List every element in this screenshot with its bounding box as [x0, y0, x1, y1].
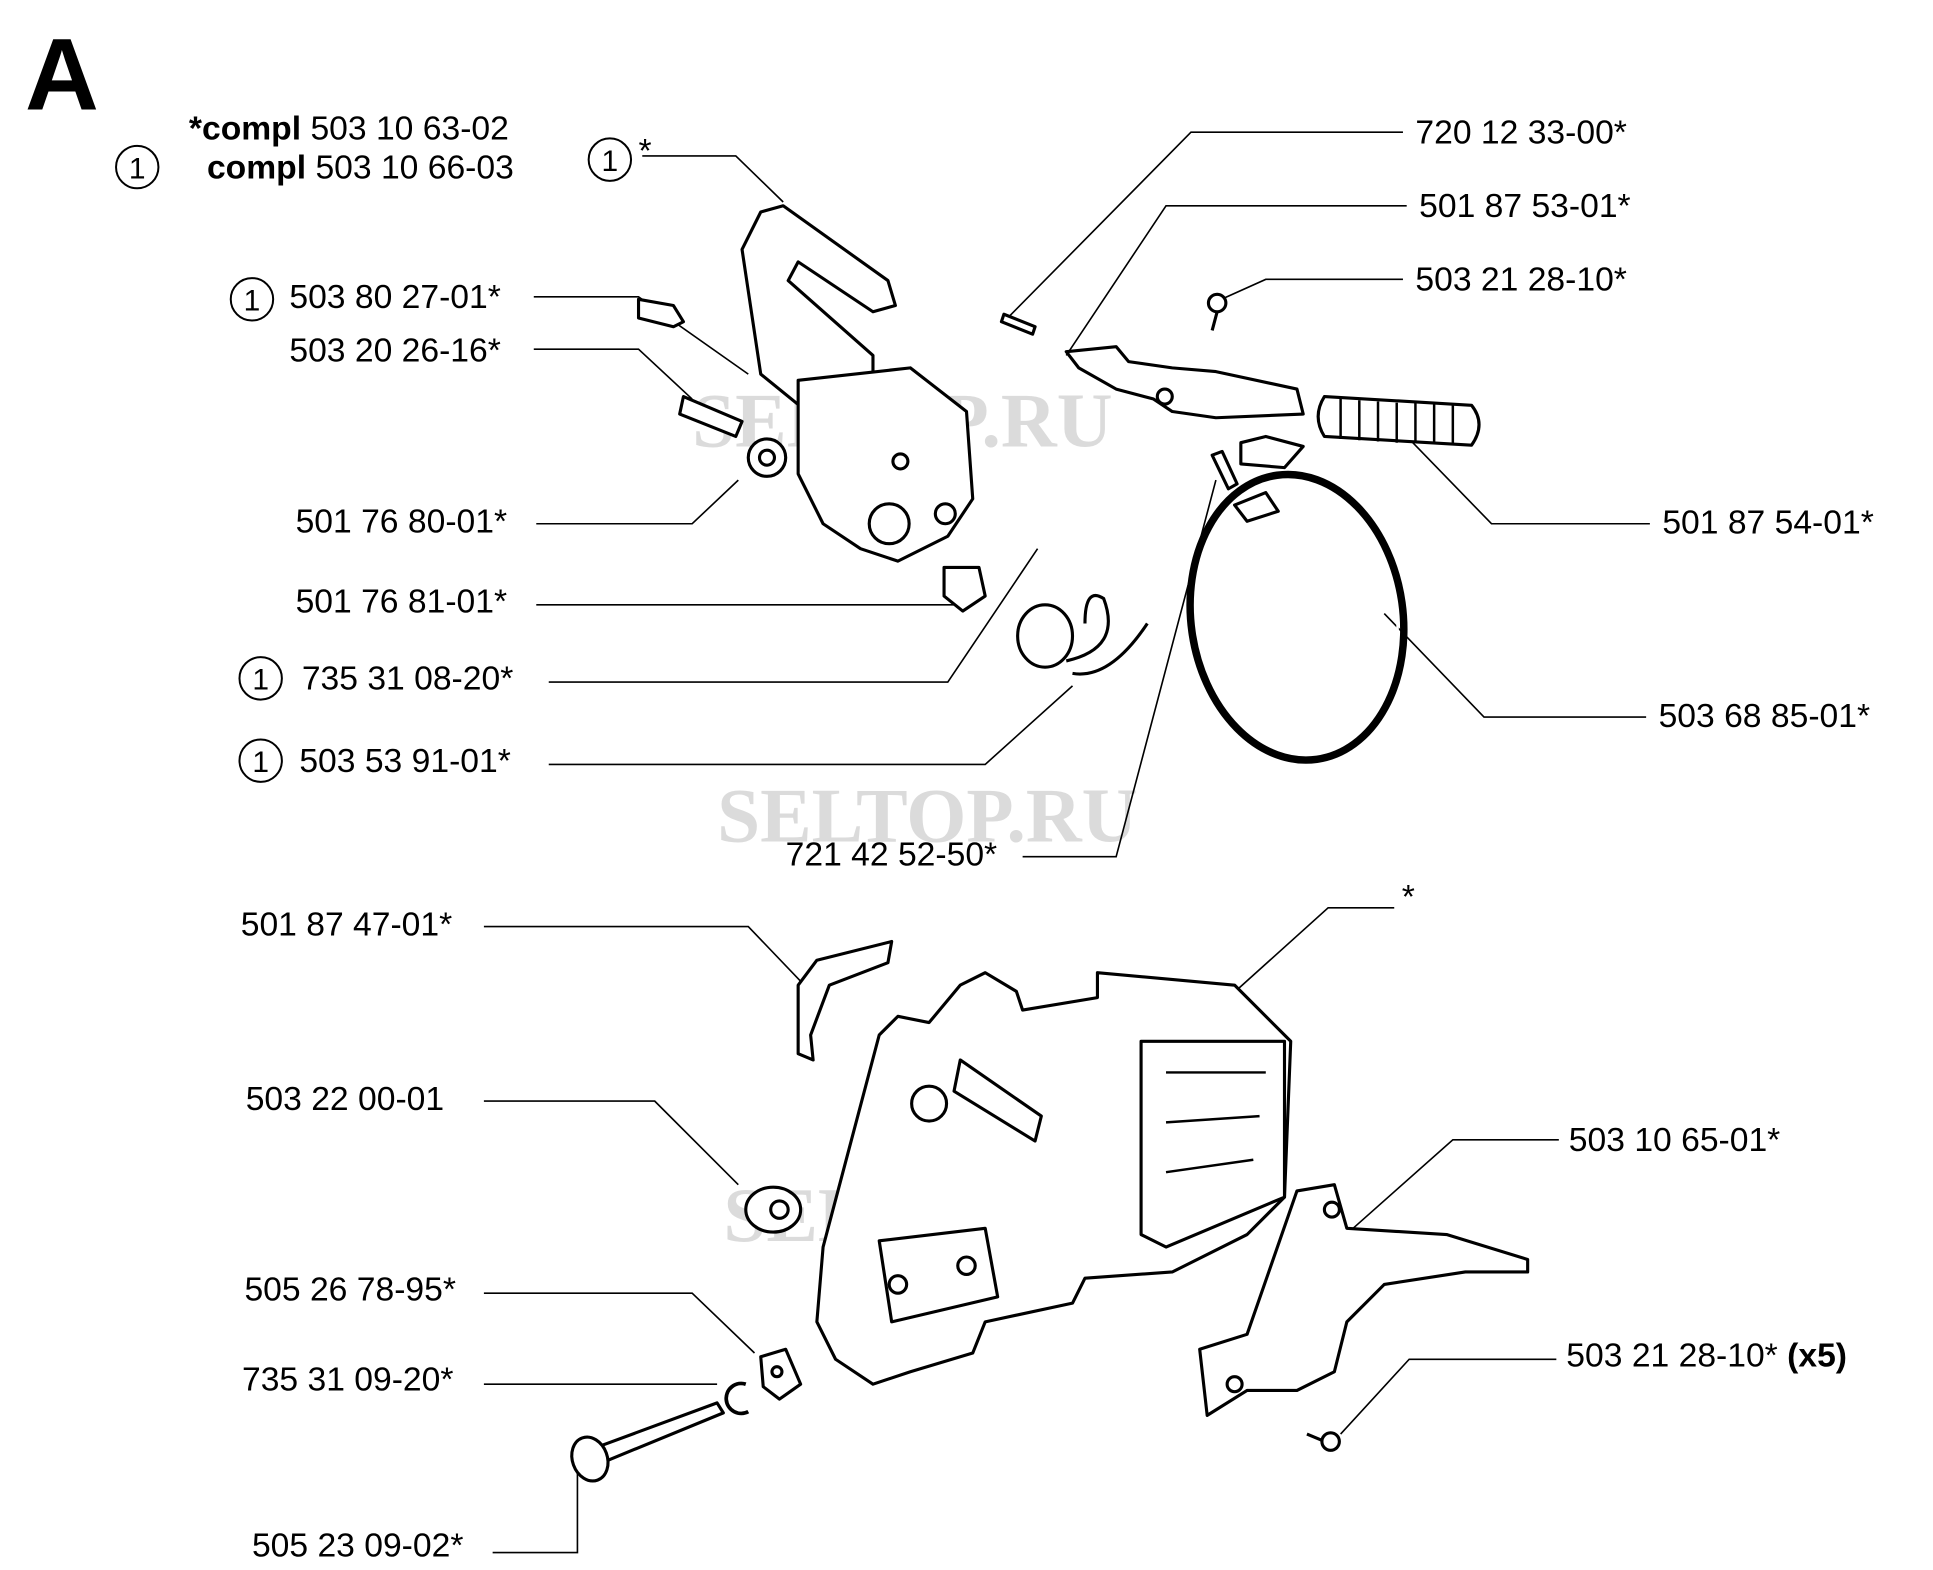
screw-x5	[1306, 1431, 1341, 1452]
svg-text:1: 1	[252, 746, 269, 779]
pin-band	[1210, 449, 1239, 491]
svg-text:1: 1	[129, 152, 146, 185]
callout-clip: 501 87 47-01*	[241, 906, 452, 943]
torsion-spring	[1016, 593, 1149, 676]
callout-lever: 501 87 53-01*	[1419, 188, 1630, 225]
clip	[796, 939, 894, 1062]
leader-lines	[483, 131, 1650, 1554]
watermark: SELTOP.RU	[717, 773, 1137, 859]
callout-washer: 1 735 31 08-20*	[238, 656, 513, 701]
callout-band: 503 68 85-01*	[1659, 698, 1870, 735]
svg-text:735 31 08-20*: 735 31 08-20*	[302, 661, 513, 698]
callout-cover: *	[1402, 879, 1415, 916]
kit-note-complete: *compl 503 10 63-02	[189, 111, 509, 148]
svg-text:*: *	[639, 133, 652, 170]
svg-text:503 21 28-10* (x5): 503 21 28-10* (x5)	[1566, 1338, 1847, 1375]
callout-cap-nut: 503 22 00-01	[246, 1081, 444, 1118]
callout-bolt: 503 20 26-16*	[289, 333, 500, 370]
nut	[746, 437, 788, 478]
section-letter: A	[25, 17, 99, 132]
callout-screws-x5: 503 21 28-10* (x5)	[1566, 1338, 1847, 1375]
callout-tensioner: 505 26 78-95*	[244, 1272, 455, 1309]
adjust-screw	[570, 1401, 725, 1483]
brake-handle	[740, 204, 975, 563]
plate	[1198, 1183, 1530, 1417]
screw-top	[1206, 292, 1228, 331]
pin-top	[999, 312, 1037, 336]
shoulder-screw	[942, 565, 987, 613]
callout-bushing: 1 503 80 27-01*	[229, 277, 501, 322]
tensioner	[759, 1347, 803, 1401]
circlip	[724, 1381, 750, 1416]
callout-torsion-spring: 1 503 53 91-01*	[238, 738, 511, 783]
cap-nut	[744, 1185, 803, 1234]
callout-shoulder-screw: 501 76 81-01*	[296, 583, 507, 620]
svg-text:503 80 27-01*: 503 80 27-01*	[289, 279, 500, 316]
kit-note-subassembly: 1 compl 503 10 66-03	[115, 144, 514, 190]
callout-brake-handle: 1 *	[587, 133, 652, 182]
svg-text:503 53 91-01*: 503 53 91-01*	[299, 743, 510, 780]
callout-pin-band: 721 42 52-50*	[786, 836, 997, 873]
spring	[1316, 394, 1481, 447]
callout-circlip: 735 31 09-20*	[242, 1361, 453, 1398]
svg-text:1: 1	[244, 285, 261, 318]
lever	[1064, 345, 1305, 420]
svg-text:1: 1	[602, 145, 619, 178]
bolt	[678, 394, 744, 439]
svg-text:*compl 503 10 63-02: *compl 503 10 63-02	[189, 111, 509, 148]
brake-band	[1186, 434, 1408, 764]
washer	[933, 502, 957, 526]
bushing	[636, 297, 685, 329]
svg-text:1: 1	[252, 664, 269, 697]
callout-pin-top: 720 12 33-00*	[1415, 114, 1626, 151]
svg-text:compl 503 10 66-03: compl 503 10 66-03	[207, 149, 514, 186]
callout-plate: 503 10 65-01*	[1569, 1122, 1780, 1159]
callout-adjust-screw: 505 23 09-02*	[252, 1527, 463, 1564]
callout-screw-top: 503 21 28-10*	[1415, 262, 1626, 299]
chain-brake-cover	[815, 971, 1293, 1386]
callout-nut: 501 76 80-01*	[296, 503, 507, 540]
callout-spring: 501 87 54-01*	[1662, 505, 1873, 542]
